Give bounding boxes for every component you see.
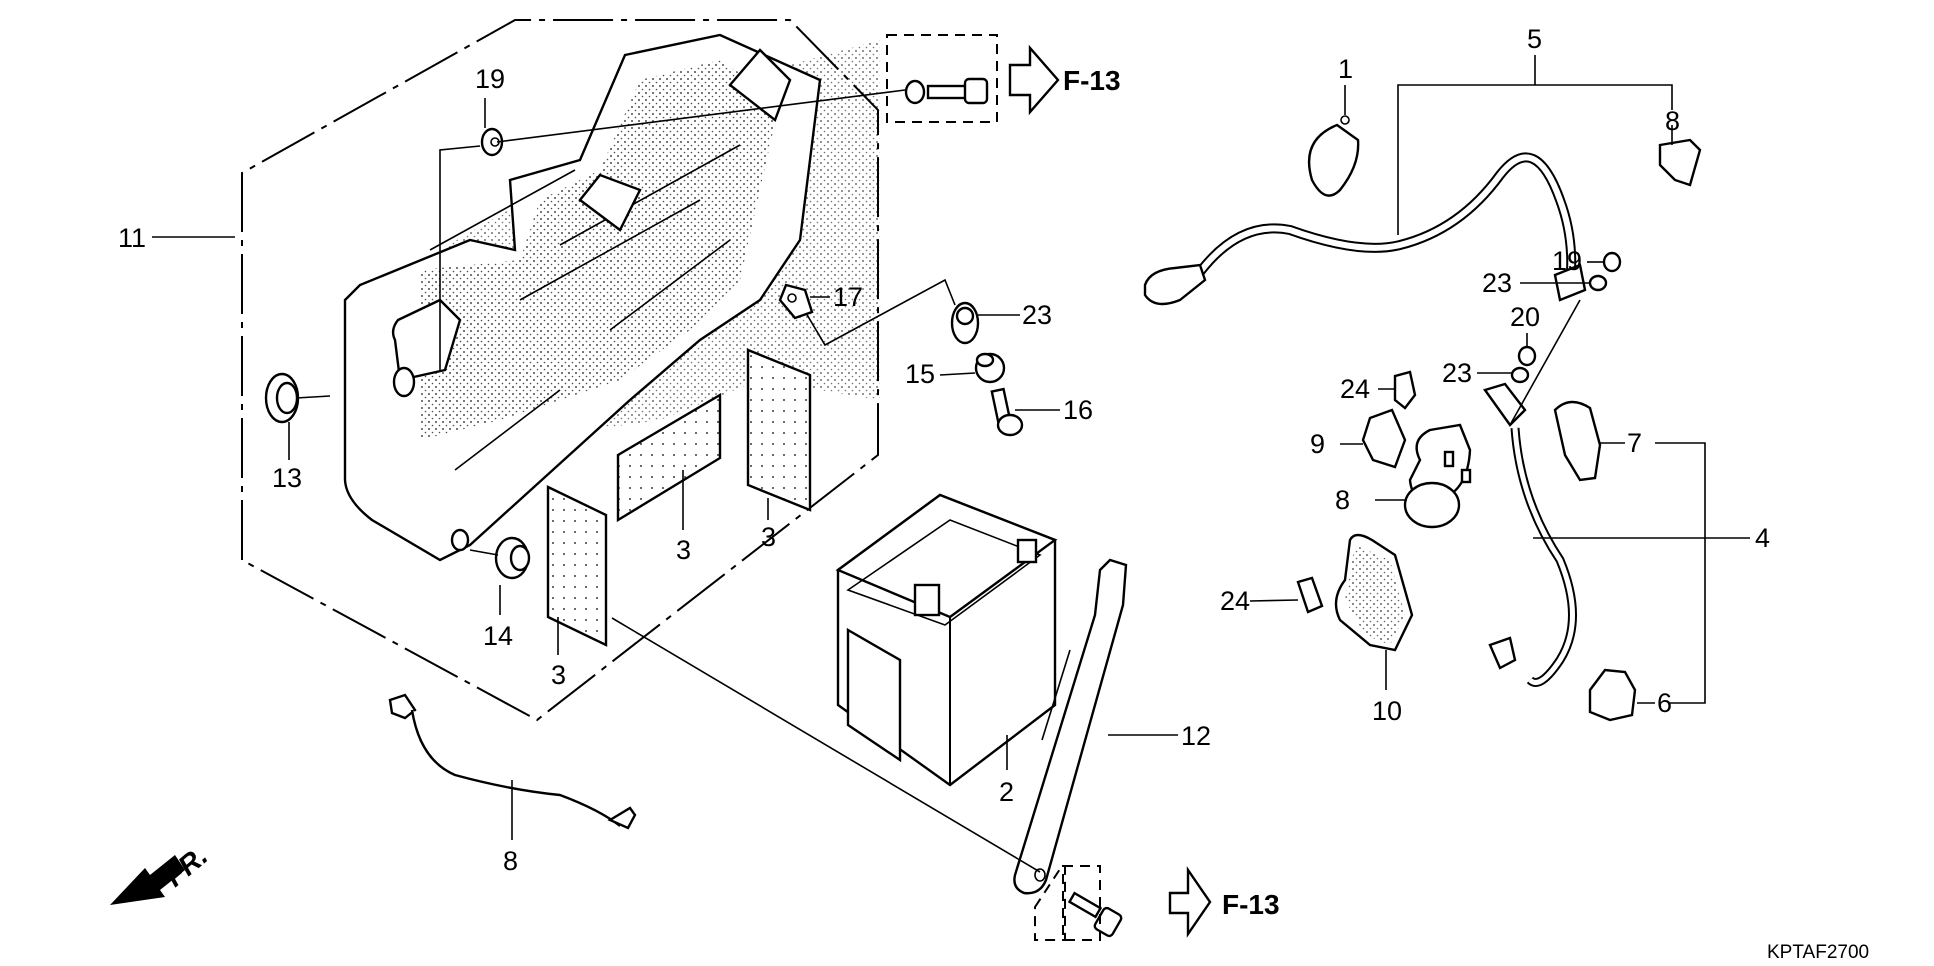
callout-8[interactable]: 8 xyxy=(1665,106,1680,136)
grommet-15[interactable] xyxy=(264,372,300,424)
callout-17[interactable]: 15 xyxy=(905,359,935,389)
callout-4[interactable]: 4 xyxy=(1755,523,1770,553)
callout-1[interactable]: 1 xyxy=(1338,54,1353,84)
reference-arrow-upper[interactable]: F-13 xyxy=(1008,44,1121,116)
callout-13[interactable]: 11 xyxy=(118,223,146,253)
washer-23-upper[interactable] xyxy=(1588,274,1608,292)
callout-20-lower[interactable]: 20 xyxy=(1510,302,1540,332)
relay-cover-12[interactable] xyxy=(1334,533,1414,652)
grommet-16[interactable] xyxy=(494,536,531,580)
collar-17[interactable] xyxy=(974,352,1006,384)
callout-24-upper[interactable]: 24 xyxy=(1340,374,1370,404)
callout-23-lower[interactable]: 23 xyxy=(1442,358,1472,388)
callout-6[interactable]: 6 xyxy=(1657,688,1672,718)
pad-upper-right[interactable] xyxy=(746,348,812,512)
callout-7[interactable]: 7 xyxy=(1627,428,1642,458)
grommet-22[interactable] xyxy=(950,301,980,345)
callout-labels: 19 11 13 14 3 3 3 17 23 15 16 2 12 8 1 5… xyxy=(118,24,1770,876)
diagram-code: KPTAF2700 xyxy=(1767,942,1869,963)
washer-23-lower[interactable] xyxy=(1510,366,1530,384)
connector-11[interactable] xyxy=(1361,408,1407,469)
nut-20-upper[interactable] xyxy=(1602,251,1622,273)
battery-box[interactable] xyxy=(343,33,822,562)
callout-11[interactable]: 9 xyxy=(1310,429,1325,459)
fuse-24-lower[interactable] xyxy=(1296,576,1324,614)
callout-3-middle[interactable]: 3 xyxy=(676,535,691,565)
nut-20-lower[interactable] xyxy=(1517,345,1537,367)
callout-18[interactable]: 16 xyxy=(1063,395,1093,425)
starter-relay[interactable] xyxy=(1403,423,1472,529)
callout-22[interactable]: 23 xyxy=(1022,300,1052,330)
callout-20-upper[interactable]: 19 xyxy=(1552,246,1582,276)
reference-label-upper[interactable]: F-13 xyxy=(1063,65,1121,96)
reference-label-lower[interactable]: F-13 xyxy=(1222,889,1280,920)
callout-16[interactable]: 14 xyxy=(483,621,513,651)
cable-assembly-4[interactable] xyxy=(1483,382,1577,687)
terminal-cover-6[interactable] xyxy=(1588,668,1637,722)
front-label: FR. xyxy=(159,840,213,893)
callout-15[interactable]: 13 xyxy=(272,463,302,493)
bolt-lower-group[interactable] xyxy=(1034,865,1123,941)
front-direction-indicator: FR. xyxy=(110,840,213,905)
fuse-24-upper[interactable] xyxy=(1393,370,1417,410)
band-1[interactable] xyxy=(1307,115,1360,197)
callout-23-upper[interactable]: 23 xyxy=(1482,268,1512,298)
callout-3-right[interactable]: 3 xyxy=(761,522,776,552)
pad-upper-middle[interactable] xyxy=(616,392,722,523)
callout-5[interactable]: 5 xyxy=(1527,24,1542,54)
battery-band[interactable] xyxy=(1013,558,1128,895)
pad-lower[interactable] xyxy=(546,485,608,647)
callout-14[interactable]: 12 xyxy=(1181,721,1211,751)
callout-3-lower[interactable]: 3 xyxy=(551,660,566,690)
callout-9[interactable]: 8 xyxy=(503,846,518,876)
callout-10[interactable]: 8 xyxy=(1335,485,1350,515)
callout-2[interactable]: 2 xyxy=(999,777,1014,807)
clip-nut-19[interactable] xyxy=(778,283,814,320)
ground-cable[interactable] xyxy=(388,693,637,830)
callout-12[interactable]: 10 xyxy=(1372,696,1402,726)
bolt-18[interactable] xyxy=(990,387,1024,437)
bolt-upper-group[interactable] xyxy=(886,34,998,123)
terminal-cover-8[interactable] xyxy=(1658,138,1702,187)
terminal-cover-7[interactable] xyxy=(1553,400,1602,482)
cable-assembly-5[interactable] xyxy=(1143,152,1587,306)
reference-arrow-lower[interactable]: F-13 xyxy=(1168,866,1280,938)
callout-21[interactable]: 19 xyxy=(475,64,505,94)
battery[interactable] xyxy=(835,493,1058,787)
callout-24-lower[interactable]: 24 xyxy=(1220,586,1250,616)
callout-19[interactable]: 17 xyxy=(833,282,863,312)
leader-lines xyxy=(152,55,1750,873)
